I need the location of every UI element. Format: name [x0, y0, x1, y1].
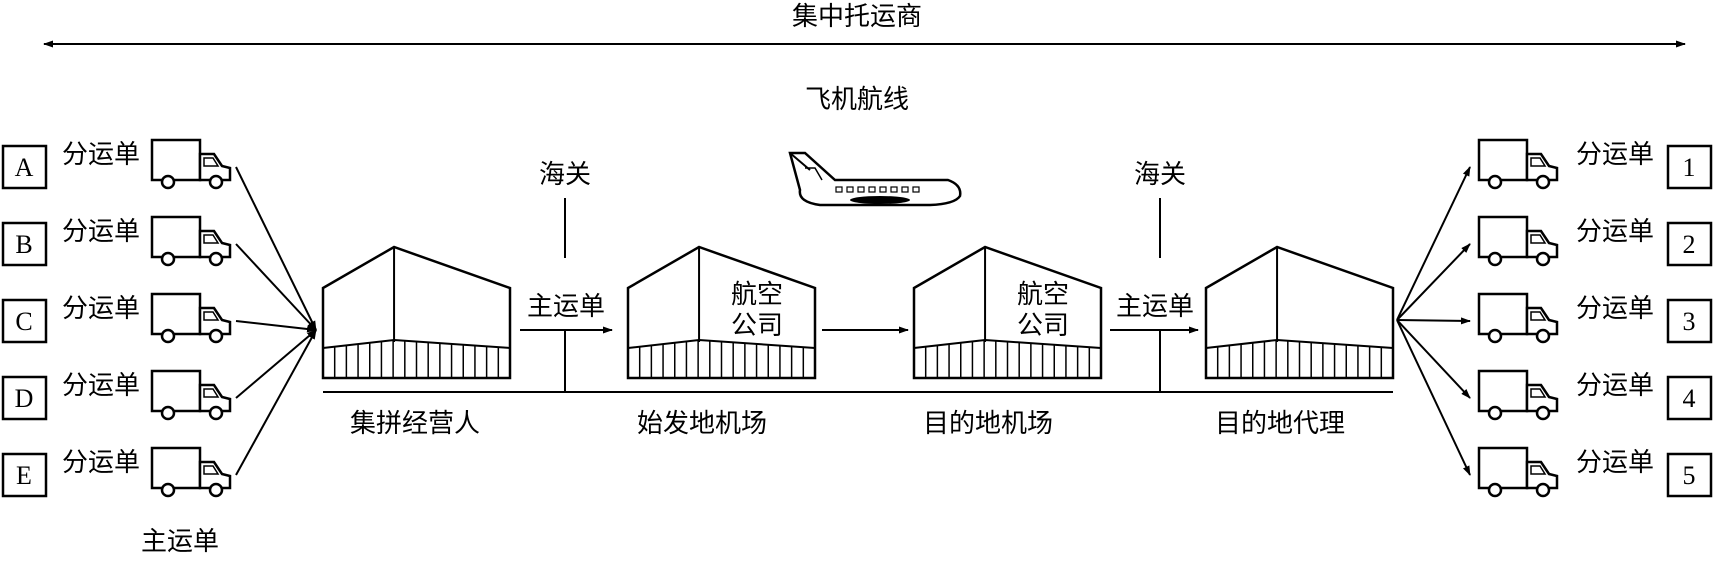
consolidator-title: 集中托运商 [792, 2, 922, 32]
sub-waybill-label: 分运单 [1576, 140, 1654, 170]
stage-label-consolidator: 集拼经营人 [350, 409, 480, 439]
truck-icon-d [150, 369, 232, 421]
stage-label-origin-airport: 始发地机场 [637, 409, 767, 439]
truck-icon-5 [1477, 446, 1559, 498]
truck-icon-2 [1477, 215, 1559, 267]
receiver-box-5 [1666, 452, 1713, 498]
sender-label: E [16, 461, 32, 490]
master-waybill-label-origin: 主运单 [527, 292, 605, 322]
receiver-box-1 [1666, 144, 1713, 190]
sender-box-b [1, 221, 48, 267]
sub-waybill-label: 分运单 [1576, 371, 1654, 401]
sender-box-a [1, 144, 48, 190]
receiver-label: 2 [1683, 230, 1696, 259]
receiver-box-3 [1666, 298, 1713, 344]
stage-label-destination-airport: 目的地机场 [923, 409, 1053, 439]
delivery-arrow [1396, 319, 1471, 399]
flight-route-label: 飞机航线 [805, 85, 909, 115]
master-waybill-label-bottom: 主运单 [141, 527, 219, 556]
truck-icon-4 [1477, 369, 1559, 421]
shipment-arrow [235, 320, 317, 333]
truck-icon-3 [1477, 292, 1559, 344]
airplane-icon [788, 151, 962, 207]
shipment-arrow [235, 166, 317, 331]
receiver-label: 5 [1683, 461, 1696, 490]
airline-label-line2: 公司 [731, 311, 783, 341]
sender-label: B [15, 230, 32, 259]
truck-icon-e [150, 446, 232, 498]
warehouse-consolidator [321, 245, 512, 380]
airline-label-line1: 航空 [731, 280, 783, 310]
receiver-box-2 [1666, 221, 1713, 267]
truck-icon-a [150, 138, 232, 190]
sub-waybill-label: 分运单 [1576, 294, 1654, 324]
truck-icon-c [150, 292, 232, 344]
shipment-arrow [235, 329, 317, 476]
master-waybill-label-destination: 主运单 [1116, 292, 1194, 322]
receiver-label: 3 [1683, 307, 1696, 336]
sender-label: C [15, 307, 32, 336]
sub-waybill-label: 分运单 [62, 140, 140, 170]
delivery-arrow [1396, 319, 1471, 476]
receiver-label: 1 [1683, 153, 1696, 182]
delivery-arrow [1396, 317, 1471, 325]
sub-waybill-label: 分运单 [62, 217, 140, 247]
sender-label: A [15, 153, 34, 182]
delivery-arrow [1396, 166, 1471, 321]
delivery-arrow [1396, 243, 1471, 321]
sender-box-e [1, 452, 48, 498]
customs-label-destination: 海关 [1134, 160, 1186, 190]
sub-waybill-label: 分运单 [62, 448, 140, 478]
sub-waybill-label: 分运单 [1576, 217, 1654, 247]
shipment-arrow [235, 243, 317, 331]
sub-waybill-label: 分运单 [62, 371, 140, 401]
sender-box-c [1, 298, 48, 344]
stage-label-destination-agent: 目的地代理 [1215, 409, 1345, 439]
truck-icon-1 [1477, 138, 1559, 190]
customs-label-origin: 海关 [539, 160, 591, 190]
sub-waybill-label: 分运单 [62, 294, 140, 324]
sender-label: D [15, 384, 34, 413]
airline-label-line2: 公司 [1017, 311, 1069, 341]
sender-box-d [1, 375, 48, 421]
receiver-box-4 [1666, 375, 1713, 421]
truck-icon-b [150, 215, 232, 267]
airline-label-line1: 航空 [1017, 280, 1069, 310]
shipment-arrow [235, 329, 317, 399]
warehouse-destination-agent [1204, 245, 1395, 380]
sub-waybill-label: 分运单 [1576, 448, 1654, 478]
receiver-label: 4 [1683, 384, 1696, 413]
